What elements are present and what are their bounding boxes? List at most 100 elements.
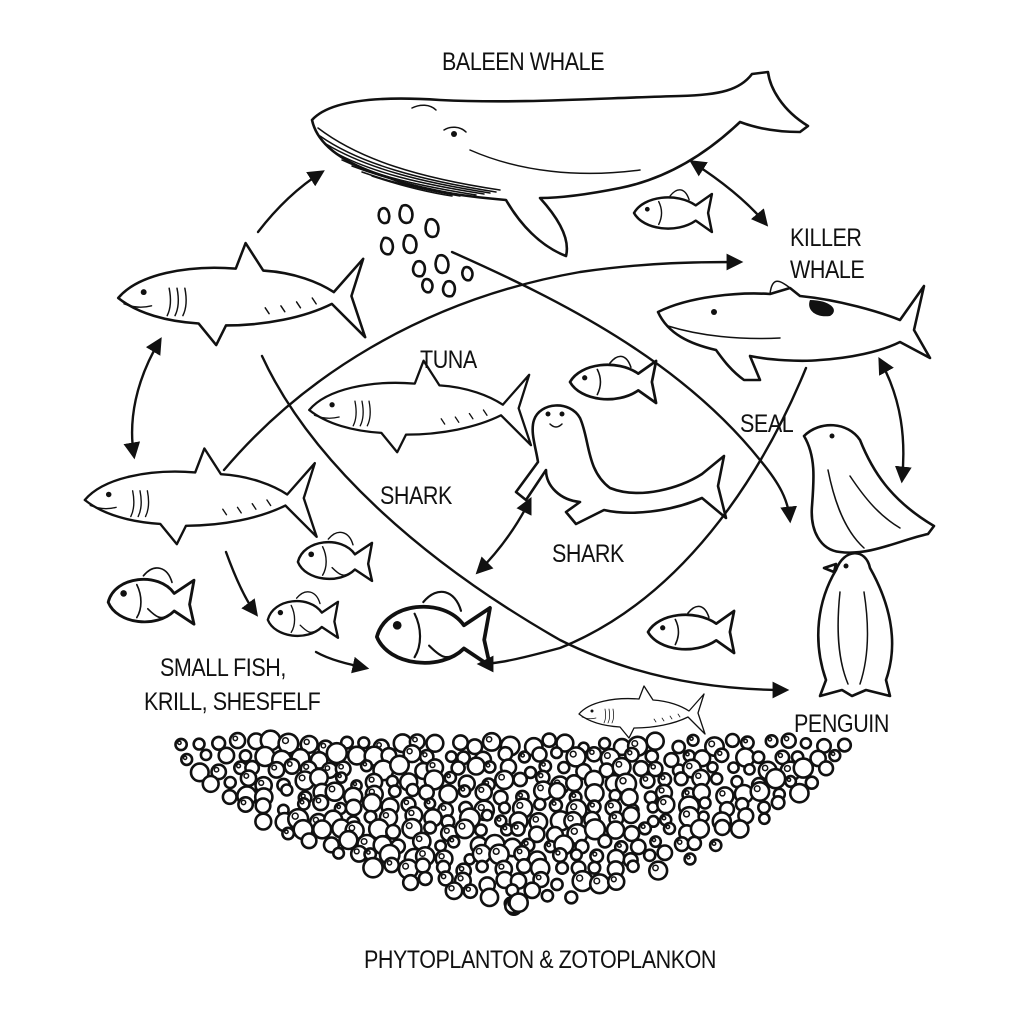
baleen-whale xyxy=(310,70,810,258)
plankton-bubble xyxy=(475,859,489,874)
plankton-bubble-highlight xyxy=(516,848,523,855)
plankton-bubble xyxy=(587,860,602,875)
plankton-bubble xyxy=(569,848,584,862)
plankton-bubble xyxy=(497,801,512,815)
plankton-bubble xyxy=(656,844,674,862)
plankton-bubble-highlight xyxy=(783,764,792,773)
plankton-bubble xyxy=(698,796,712,810)
plankton-bubble-highlight xyxy=(362,761,368,767)
plankton-bubble xyxy=(362,856,384,879)
plankton-bubble xyxy=(523,765,538,780)
plankton-bubble xyxy=(383,856,400,874)
label-small-fish-line2: KRILL, SHESFELF xyxy=(144,688,321,716)
plankton-bubble xyxy=(729,819,750,839)
plankton-bubble-highlight xyxy=(684,789,690,796)
plankton-bubble xyxy=(540,888,555,903)
plankton-bubble-highlight xyxy=(695,772,702,780)
plankton-bubble-highlight xyxy=(603,752,611,760)
plankton-bubble-highlight xyxy=(419,850,426,858)
plankton-bubble xyxy=(713,818,731,837)
plankton-bubble xyxy=(417,870,433,887)
plankton-bubble xyxy=(300,832,318,850)
plankton-bubble-highlight xyxy=(303,763,310,770)
plankton-bubble xyxy=(647,860,669,881)
plankton-bubble-highlight xyxy=(658,787,665,794)
plankton-bubble xyxy=(804,775,820,791)
plankton-bubble xyxy=(621,805,641,825)
plankton-bubble-highlight xyxy=(611,813,618,820)
plankton-bubble xyxy=(749,780,771,802)
plankton-bubble xyxy=(466,756,486,776)
plankton-bubble-highlight xyxy=(711,841,717,847)
plankton-bubble-highlight xyxy=(743,738,749,744)
plankton-bubble-highlight xyxy=(719,790,726,797)
plankton-bubble-highlight xyxy=(291,812,299,820)
plankton-bubble-highlight xyxy=(315,797,322,804)
plankton-bubble-highlight xyxy=(665,824,671,830)
plankton-bubble xyxy=(756,800,771,815)
plankton-bubble-highlight xyxy=(651,837,657,843)
plankton-bubble xyxy=(512,771,529,788)
plankton-bubble-highlight xyxy=(607,802,614,809)
plankton-bubble-highlight xyxy=(283,829,289,835)
plankton-bubble-highlight xyxy=(546,842,552,848)
plankton-bubble xyxy=(770,794,786,811)
plankton-bubble-highlight xyxy=(402,862,410,870)
label-small-fish-line1: SMALL FISH, xyxy=(160,654,286,682)
plankton-bubble-highlight xyxy=(403,799,410,806)
plankton-bubble-highlight xyxy=(570,803,578,811)
plankton-bubble xyxy=(556,760,571,775)
plankton-bubble-highlight xyxy=(555,850,561,856)
plankton-bubble xyxy=(423,820,438,835)
plankton-bubble xyxy=(597,833,613,849)
plankton-bubble-highlight xyxy=(446,773,452,779)
fish-left-2 xyxy=(296,531,374,583)
plankton-bubble xyxy=(211,735,227,751)
plankton-bubble-highlight xyxy=(415,835,423,843)
label-shark-2: SHARK xyxy=(552,540,624,568)
plankton-bubble xyxy=(626,859,640,874)
fish-near-whale xyxy=(632,188,714,234)
plankton-bubble xyxy=(279,783,294,797)
plankton-bubble xyxy=(549,746,564,760)
plankton-bubble-highlight xyxy=(783,735,790,742)
plankton-bubble-highlight xyxy=(465,886,472,892)
plankton-bubble xyxy=(619,787,639,807)
plankton-bubble xyxy=(480,808,494,822)
plankton-bubble xyxy=(199,748,213,762)
plankton-bubble-highlight xyxy=(365,849,371,855)
plankton-bubble xyxy=(438,783,459,805)
plankton-bubble xyxy=(764,733,779,749)
plankton-bubble xyxy=(673,835,690,853)
plankton-bubble xyxy=(334,771,348,784)
plankton-bubble-highlight xyxy=(353,848,360,855)
plankton-bubble-highlight xyxy=(336,804,342,810)
plankton-bubble xyxy=(523,881,542,900)
plankton-bubble-highlight xyxy=(232,735,239,742)
plankton-bubble-highlight xyxy=(685,762,693,770)
plankton-bubble xyxy=(663,751,680,769)
label-seal: SEAL xyxy=(740,410,794,438)
plankton-bubble-highlight xyxy=(426,799,431,805)
plankton-bubble xyxy=(646,814,660,829)
plankton-bubble xyxy=(622,824,641,843)
plankton-bubble xyxy=(312,793,330,812)
plankton-bubble xyxy=(555,733,575,753)
plankton-bubble-highlight xyxy=(299,799,305,805)
plankton-bubble xyxy=(597,736,612,751)
plankton-bubble xyxy=(642,848,657,863)
plankton-bubble xyxy=(541,732,558,749)
plankton-bubble xyxy=(254,812,273,831)
plankton-bubble-highlight xyxy=(460,786,466,792)
plankton-bubble-highlight xyxy=(498,773,506,781)
plankton-bubble-highlight xyxy=(593,877,601,885)
plankton-bubble-highlight xyxy=(589,749,595,756)
plankton-bubble-highlight xyxy=(498,863,505,870)
shark-top-left xyxy=(116,241,367,347)
plankton-bubble-highlight xyxy=(405,822,413,830)
fish-left-3 xyxy=(266,590,340,639)
plankton-bubble-highlight xyxy=(443,827,450,834)
plankton-bubble xyxy=(189,762,210,783)
plankton-bubble xyxy=(532,797,547,812)
plankton-bubble-highlight xyxy=(830,751,836,757)
